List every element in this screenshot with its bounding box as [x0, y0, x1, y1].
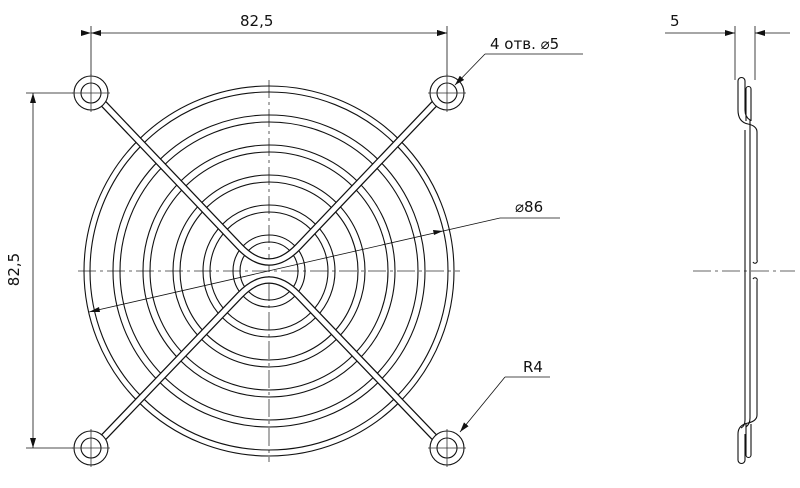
side-view: [737, 76, 758, 465]
height-dimension-label: 82,5: [5, 252, 24, 287]
dimension-lines: [26, 26, 790, 449]
grille-rings: [83, 85, 455, 457]
width-dimension-label: 82,5: [240, 12, 274, 30]
cross-wires: [97, 97, 441, 444]
outer-diameter-label: ⌀86: [515, 198, 544, 216]
centerlines: [78, 80, 795, 462]
corner-radius-label: R4: [523, 358, 543, 376]
holes-note-label: 4 отв. ⌀5: [490, 35, 560, 53]
side-thickness-label: 5: [670, 12, 680, 30]
